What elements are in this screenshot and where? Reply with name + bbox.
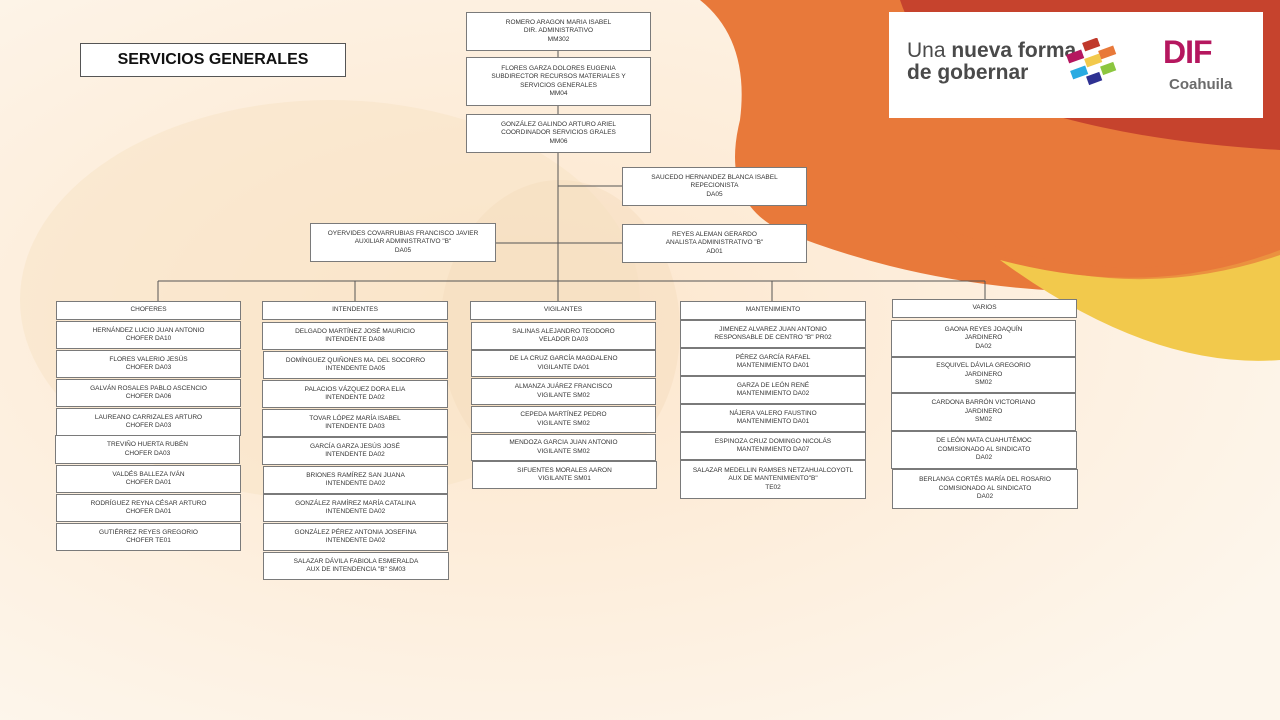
page-title: SERVICIOS GENERALES	[80, 43, 346, 77]
dept-header-vigilantes: VIGILANTES	[470, 301, 656, 320]
logo-panel: Una nueva forma de gobernar DIF Coahuila	[889, 12, 1263, 118]
analyst-box: REYES ALEMAN GERARDO ANALISTA ADMINISTRA…	[622, 224, 807, 263]
director-box: ROMERO ARAGON MARIA ISABEL DIR. ADMINIST…	[466, 12, 651, 51]
dept-header-intendentes: INTENDENTES	[262, 301, 448, 320]
slogan-text-c: de gobernar	[907, 61, 1029, 84]
slogan-logo: Una nueva forma de gobernar	[907, 40, 1076, 84]
aux-admin-box: OYERVIDES COVARRUBIAS FRANCISCO JAVIER A…	[310, 223, 496, 262]
slogan-text-b: nueva forma	[951, 39, 1077, 62]
dept-header-varios: VARIOS	[892, 299, 1077, 318]
pinwheel-icon	[1066, 38, 1117, 86]
slogan-text-a: Una	[907, 39, 952, 62]
dept-header-choferes: CHOFERES	[56, 301, 241, 320]
dept-header-mantenimiento: MANTENIMIENTO	[680, 301, 866, 320]
coahuila-logo: Coahuila	[1169, 76, 1233, 93]
subdirector-box: FLORES GARZA DOLORES EUGENIA SUBDIRECTOR…	[466, 57, 651, 106]
coordinator-box: GONZÁLEZ GALINDO ARTURO ARIEL COORDINADO…	[466, 114, 651, 153]
dif-logo: DIF	[1163, 34, 1213, 70]
receptionist-box: SAUCEDO HERNANDEZ BLANCA ISABEL REPECION…	[622, 167, 807, 206]
